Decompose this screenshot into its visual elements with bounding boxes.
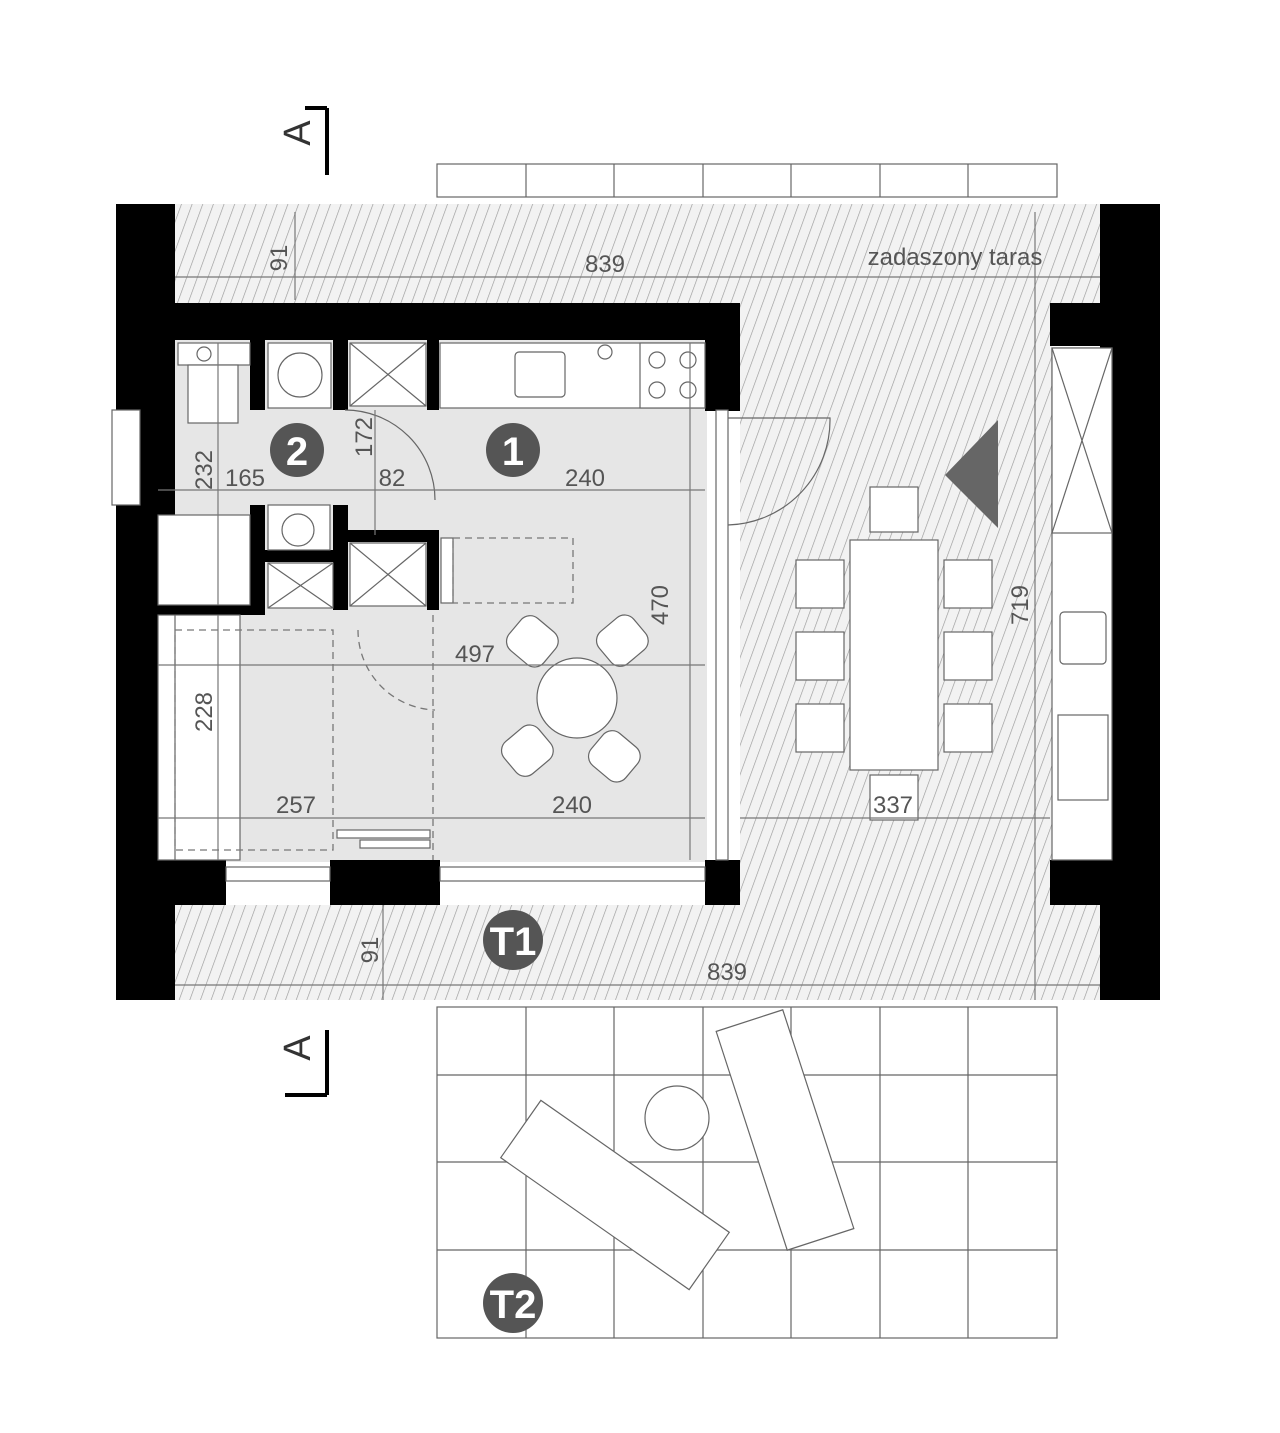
svg-text:1: 1	[502, 430, 524, 474]
living-area	[157, 614, 649, 861]
shower	[157, 514, 251, 606]
chair	[587, 730, 641, 783]
covered-terrace	[175, 204, 1100, 1000]
top-pavers	[436, 163, 1058, 198]
dim-bath-height: 232	[191, 450, 218, 490]
terrace-label: zadaszony taras	[868, 244, 1043, 271]
dimension-lines	[158, 212, 1100, 1000]
terrace-badge-t2: T2	[483, 1273, 543, 1333]
side-table	[644, 1085, 710, 1151]
sunbed	[715, 1009, 855, 1251]
terrace-t2	[436, 1006, 1058, 1339]
sunbed	[499, 1099, 731, 1291]
room-badge-2: 2	[270, 423, 324, 477]
dim-bottom-length: 839	[707, 959, 747, 986]
room-badge-1: 1	[486, 423, 540, 477]
toilet	[187, 364, 239, 424]
svg-text:A: A	[277, 120, 319, 146]
dim-dining-width: 240	[552, 792, 592, 819]
section-marker-bottom: A	[277, 1030, 329, 1097]
dim-terrace-length: 719	[1007, 585, 1034, 625]
dim-sofa-width: 257	[276, 792, 316, 819]
sink-icon	[514, 351, 566, 398]
round-table	[536, 657, 618, 739]
windows	[111, 409, 729, 882]
svg-text:T1: T1	[490, 920, 537, 964]
bed-outline	[174, 629, 334, 851]
dim-hall-height: 172	[351, 417, 378, 457]
dim-door-width: 82	[379, 465, 406, 492]
dim-top-depth: 91	[266, 245, 293, 272]
svg-text:2: 2	[286, 430, 308, 474]
dim-room-width: 497	[455, 641, 495, 668]
washbasin-icon	[267, 504, 331, 551]
terrace-door	[727, 417, 831, 526]
cooktop-icon	[639, 342, 706, 409]
section-marker-top: A	[277, 106, 329, 175]
svg-text:A: A	[277, 1035, 319, 1061]
dim-top-length: 839	[585, 251, 625, 278]
fixtures	[157, 342, 831, 609]
dim-bath-width: 165	[225, 465, 265, 492]
terrace-badge-t1: T1	[483, 910, 543, 970]
dim-bottom-depth: 91	[357, 937, 384, 964]
chair	[500, 724, 554, 777]
dim-kitchen-width: 240	[565, 465, 605, 492]
terrace-furniture	[795, 347, 1113, 861]
dim-terrace-width: 337	[873, 792, 913, 819]
chair	[505, 615, 559, 668]
chair	[595, 614, 649, 667]
dim-room-height: 470	[647, 585, 674, 625]
dining-table	[849, 539, 939, 771]
door-swing	[344, 409, 436, 501]
svg-text:T2: T2	[490, 1283, 537, 1327]
entrance-arrow-icon	[945, 420, 998, 528]
dim-sofa-height: 228	[191, 692, 218, 732]
sofa	[157, 614, 241, 861]
